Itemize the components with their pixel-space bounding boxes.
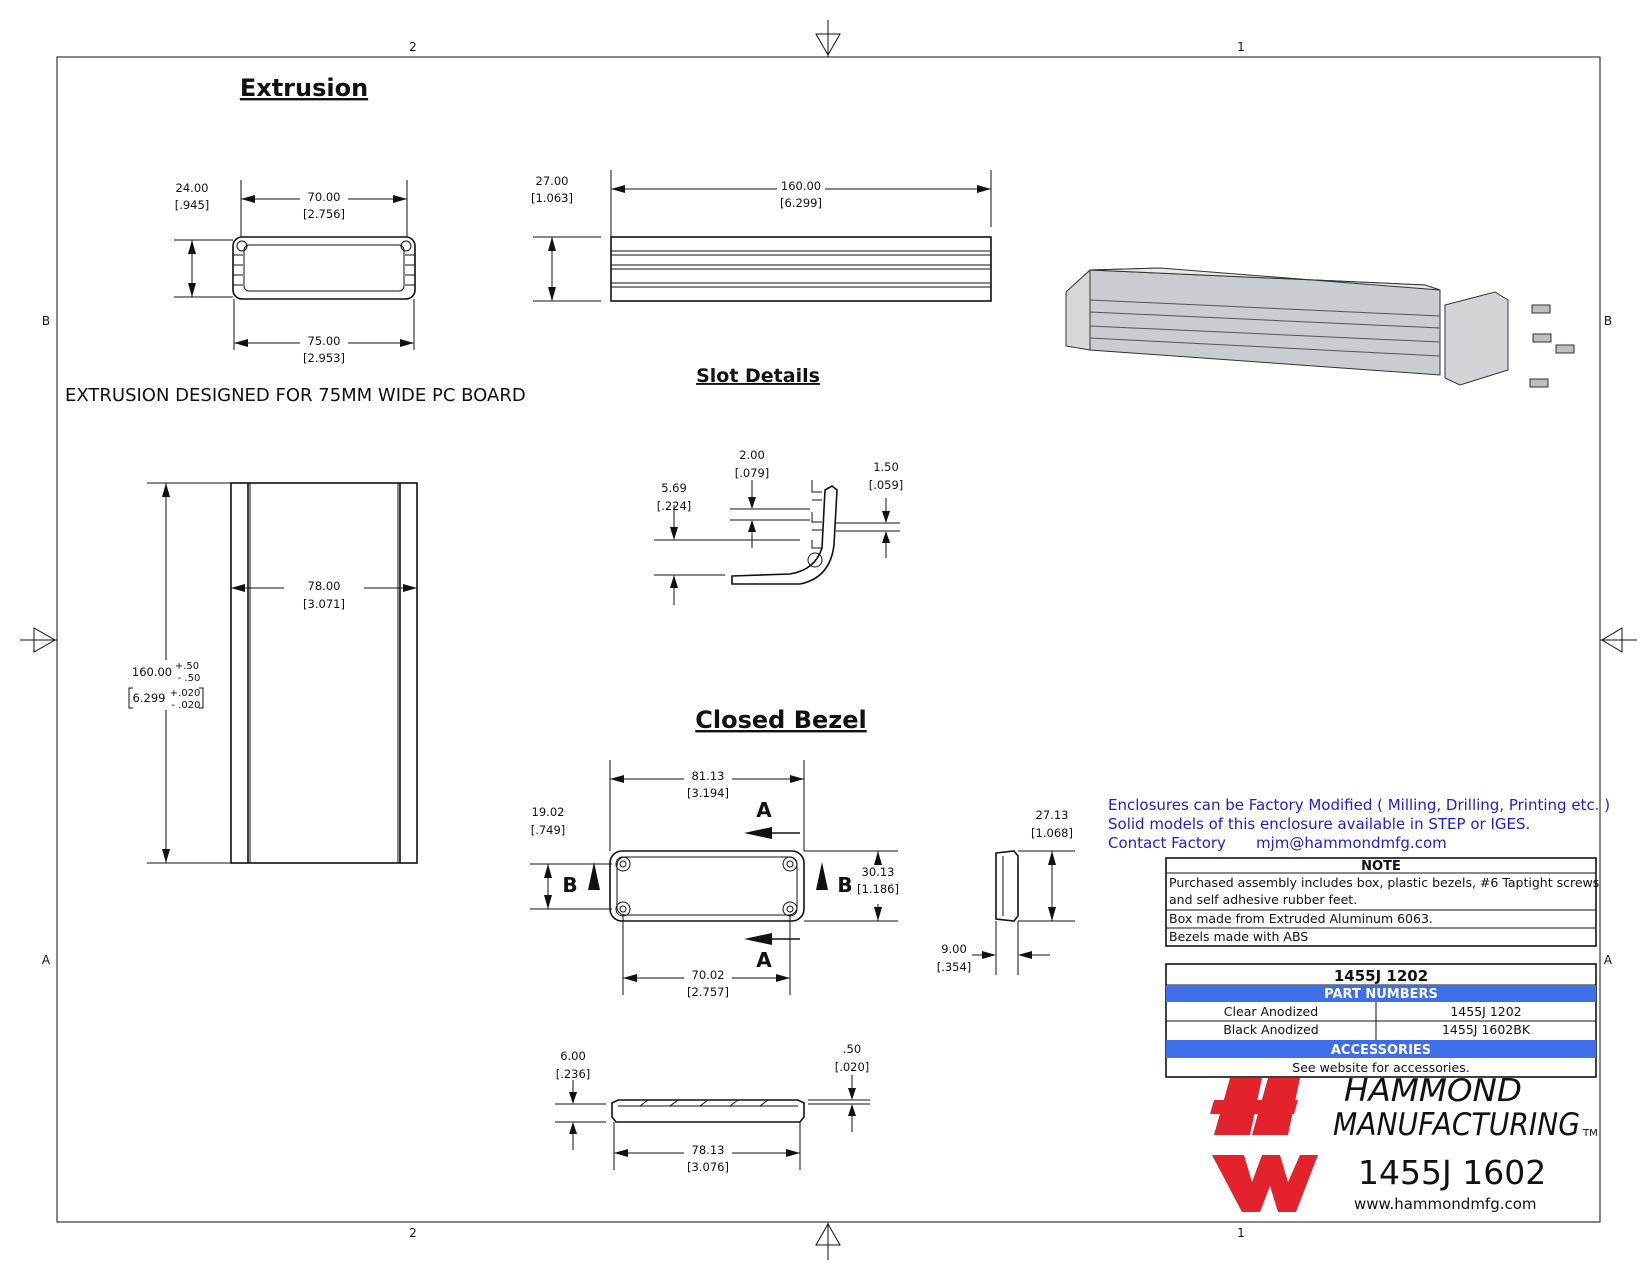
row-label-lower-right: A — [1604, 953, 1613, 967]
note-table — [1165, 857, 1597, 947]
brand-model-number: 1455J 1602 — [1358, 1153, 1546, 1192]
title-extrusion: Extrusion — [240, 74, 368, 102]
dim-bezel-depth-in: [.354] — [937, 960, 972, 974]
accessories-header: ACCESSORIES — [1331, 1043, 1431, 1058]
brand-manufacturing: MANUFACTURING — [1333, 1107, 1580, 1143]
dim-bezel-hole-height-in: [.749] — [531, 823, 566, 837]
dim-wall-in: [.059] — [869, 478, 904, 492]
note-row-assembly-line2: and self adhesive rubber feet. — [1169, 892, 1357, 907]
dim-bezel-flange-in: [.020] — [835, 1060, 870, 1074]
part-row-2-part: 1455J 1602BK — [1442, 1022, 1531, 1037]
dim-bezel-lip: 6.00 — [560, 1049, 586, 1063]
extrusion-note: EXTRUSION DESIGNED FOR 75MM WIDE PC BOAR… — [65, 385, 526, 406]
dim-slot-width-in: [.079] — [735, 466, 770, 480]
dim-wall: 1.50 — [873, 460, 899, 474]
dim-bezel-width-in: [3.194] — [687, 786, 729, 800]
info-solid-models: Solid models of this enclosure available… — [1108, 815, 1530, 833]
dim-ext-height: 24.00 — [176, 181, 209, 195]
dim-ext-outer-width-in: [2.953] — [303, 351, 345, 365]
brand-website[interactable]: www.hammondmfg.com — [1354, 1195, 1537, 1213]
dim-side-height-in: [1.063] — [531, 191, 573, 205]
part-numbers-header: PART NUMBERS — [1324, 987, 1438, 1002]
dim-bezel-lip-in: [.236] — [556, 1067, 591, 1081]
title-closed-bezel: Closed Bezel — [695, 706, 866, 734]
part-row-1-finish: Clear Anodized — [1224, 1004, 1318, 1019]
dim-top-length-tol-minus: - .50 — [178, 673, 201, 684]
row-label-lower-left: A — [42, 953, 51, 967]
part-row-2-finish: Black Anodized — [1223, 1022, 1319, 1037]
title-slot-details: Slot Details — [696, 365, 820, 387]
note-row-material: Box made from Extruded Aluminum 6063. — [1169, 911, 1433, 926]
note-row-bezels: Bezels made with ABS — [1169, 929, 1308, 944]
accessories-header-bar — [1166, 1040, 1596, 1058]
part-table-title: 1455J 1202 — [1334, 967, 1428, 985]
dim-top-length-in: 6.299 — [133, 691, 166, 705]
dim-ext-inner-width: 70.00 — [308, 190, 341, 204]
info-contact-label: Contact Factory — [1108, 834, 1226, 852]
brand-trademark: TM — [1582, 1128, 1598, 1139]
part-row-1-part: 1455J 1202 — [1450, 1004, 1521, 1019]
note-table-header: NOTE — [1361, 859, 1401, 874]
dim-side-length-in: [6.299] — [780, 196, 822, 210]
isometric-assembly-view — [1065, 267, 1575, 388]
dim-top-length-in-tol-plus: +.020 — [170, 688, 201, 699]
bezel-front-view — [530, 760, 898, 995]
dim-ext-inner-width-in: [2.756] — [303, 207, 345, 221]
section-mark-a-bottom: A — [756, 948, 772, 972]
zone-label-bottom-left: 2 — [409, 1226, 417, 1240]
note-row-assembly-line1: Purchased assembly includes box, plastic… — [1169, 875, 1599, 890]
dim-bezel-inner: 78.13 — [692, 1143, 725, 1157]
zone-label-bottom-right: 1 — [1237, 1226, 1245, 1240]
accessories-text: See website for accessories. — [1292, 1060, 1469, 1075]
dim-slot-depth-in: [.224] — [657, 499, 692, 513]
dim-top-width-in: [3.071] — [303, 597, 345, 611]
zone-label-top-left: 2 — [409, 40, 417, 54]
section-mark-b-right: B — [837, 873, 852, 897]
dim-bezel-height: 30.13 — [862, 865, 895, 879]
dim-bezel-hole-width-in: [2.757] — [687, 985, 729, 999]
dim-ext-height-in: [.945] — [175, 198, 210, 212]
extrusion-profile-view — [174, 180, 416, 350]
dim-top-width: 78.00 — [308, 579, 341, 593]
row-label-upper-right: B — [1604, 314, 1612, 328]
slot-detail-view — [654, 480, 900, 605]
dim-side-height: 27.00 — [536, 174, 569, 188]
section-mark-a-top: A — [756, 798, 772, 822]
row-label-upper-left: B — [42, 314, 50, 328]
dim-bezel-hole-height: 19.02 — [532, 805, 565, 819]
dim-bezel-height-in: [1.186] — [857, 882, 899, 896]
dim-top-length: 160.00 — [132, 665, 172, 679]
dim-side-length: 160.00 — [781, 179, 821, 193]
brand-hammond: HAMMOND — [1344, 1073, 1522, 1109]
dim-slot-width: 2.00 — [739, 448, 765, 462]
dim-bezel-side-height-in: [1.068] — [1031, 826, 1073, 840]
info-contact-email[interactable]: mjm@hammondmfg.com — [1256, 834, 1447, 852]
bezel-section-view — [555, 1075, 870, 1170]
zone-label-top-right: 1 — [1237, 40, 1245, 54]
dim-bezel-depth: 9.00 — [941, 942, 967, 956]
dim-top-length-tol-plus: +.50 — [175, 661, 199, 672]
dim-bezel-side-height: 27.13 — [1036, 808, 1069, 822]
info-factory-modified: Enclosures can be Factory Modified ( Mil… — [1108, 796, 1610, 814]
part-number-table — [1165, 963, 1597, 1078]
dim-bezel-width: 81.13 — [692, 769, 725, 783]
dim-slot-depth: 5.69 — [661, 481, 687, 495]
dim-bezel-inner-in: [3.076] — [687, 1160, 729, 1174]
hammond-logo-icon — [1210, 1078, 1318, 1212]
section-mark-b-left: B — [562, 873, 577, 897]
bezel-side-view — [972, 850, 1075, 975]
dim-bezel-flange: .50 — [843, 1042, 861, 1056]
extrusion-side-view — [533, 170, 992, 302]
dim-top-length-in-tol-minus: - .020 — [171, 700, 200, 711]
sheet-border — [20, 20, 1637, 1260]
part-numbers-header-bar — [1166, 985, 1596, 1002]
dim-ext-outer-width: 75.00 — [308, 334, 341, 348]
dim-bezel-hole-width: 70.02 — [692, 968, 725, 982]
extrusion-top-view — [128, 482, 418, 864]
